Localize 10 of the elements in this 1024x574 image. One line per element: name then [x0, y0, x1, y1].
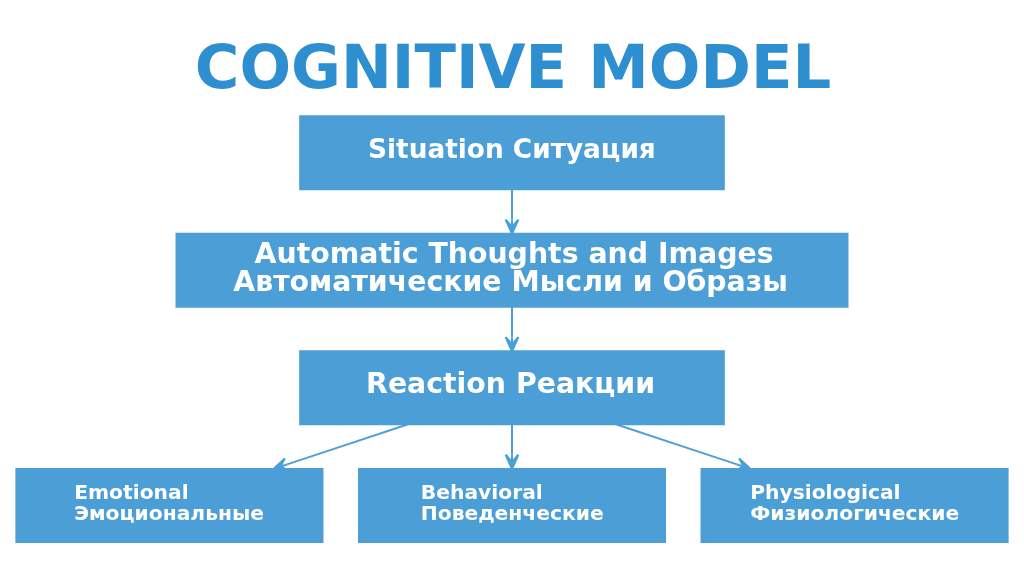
- node-box: Emotional Эмоциональные: [15, 467, 324, 543]
- arrow: [504, 306, 520, 352]
- node-box: Automatic Thoughts and Images Автоматические Мысли и Образы: [175, 232, 849, 308]
- arrow: [504, 188, 520, 235]
- node-box: Physiological Физиологические: [700, 467, 1009, 543]
- node-box: Behavioral Поведенческие: [357, 467, 667, 543]
- arrow: [504, 424, 520, 470]
- diagram-title: COGNITIVE MODEL: [194, 31, 832, 102]
- node-box: Situation Ситуация: [299, 114, 725, 190]
- node-box: Reaction Реакции: [299, 349, 725, 425]
